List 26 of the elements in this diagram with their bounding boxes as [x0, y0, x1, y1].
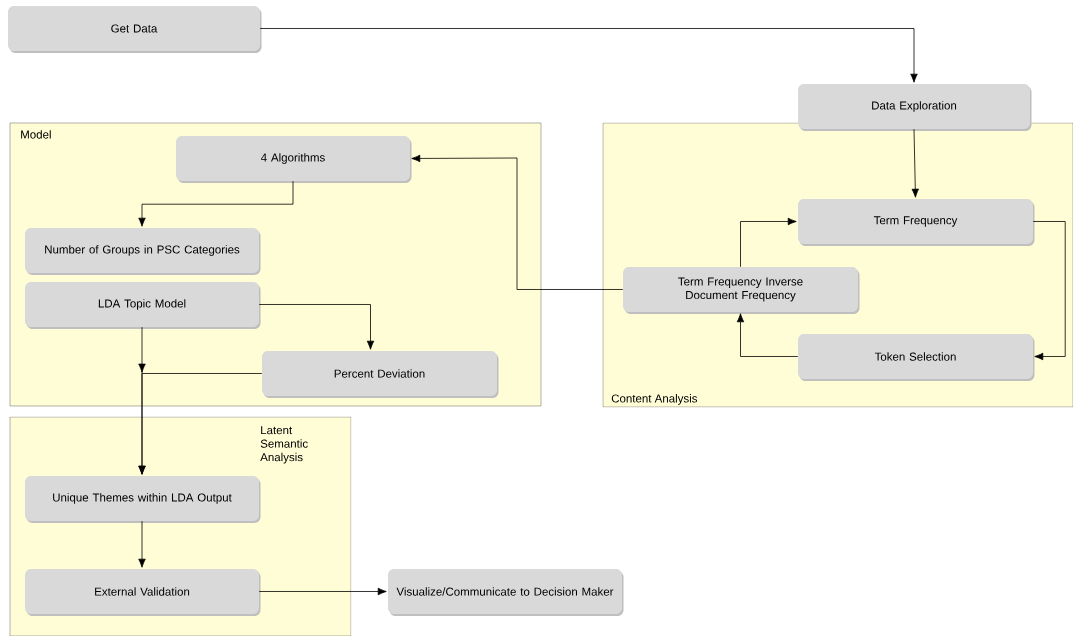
arrow [1032, 221, 1066, 361]
process-box: 4 Algorithms [176, 136, 412, 183]
arrow [258, 587, 387, 596]
process-box: External Validation [25, 569, 261, 616]
arrow [138, 363, 263, 475]
process-box: Term Frequency Inverse Document Frequency [623, 267, 860, 314]
arrow [258, 304, 375, 350]
panel-title: Latent Semantic Analysis [260, 426, 308, 464]
panel-title: Model [21, 130, 51, 139]
process-box: Token Selection [798, 334, 1035, 381]
process-box: LDA Topic Model [25, 282, 261, 329]
process-box: Unique Themes within LDA Output [25, 476, 261, 523]
panel-title: Content Analysis [611, 394, 698, 405]
process-box: Number of Groups in PSC Categories [25, 228, 261, 275]
process-box: Visualize/Communicate to Decision Maker [388, 569, 624, 616]
process-box: Term Frequency [798, 199, 1035, 246]
arrow [259, 28, 918, 83]
arrow [138, 520, 146, 568]
process-box: Percent Deviation [262, 351, 499, 398]
process-box: Get Data [8, 6, 262, 53]
process-box: Data Exploration [798, 84, 1032, 131]
arrow [911, 128, 919, 198]
arrow [736, 313, 799, 357]
arrow [740, 217, 797, 268]
arrow [411, 154, 624, 290]
arrow [138, 180, 294, 227]
